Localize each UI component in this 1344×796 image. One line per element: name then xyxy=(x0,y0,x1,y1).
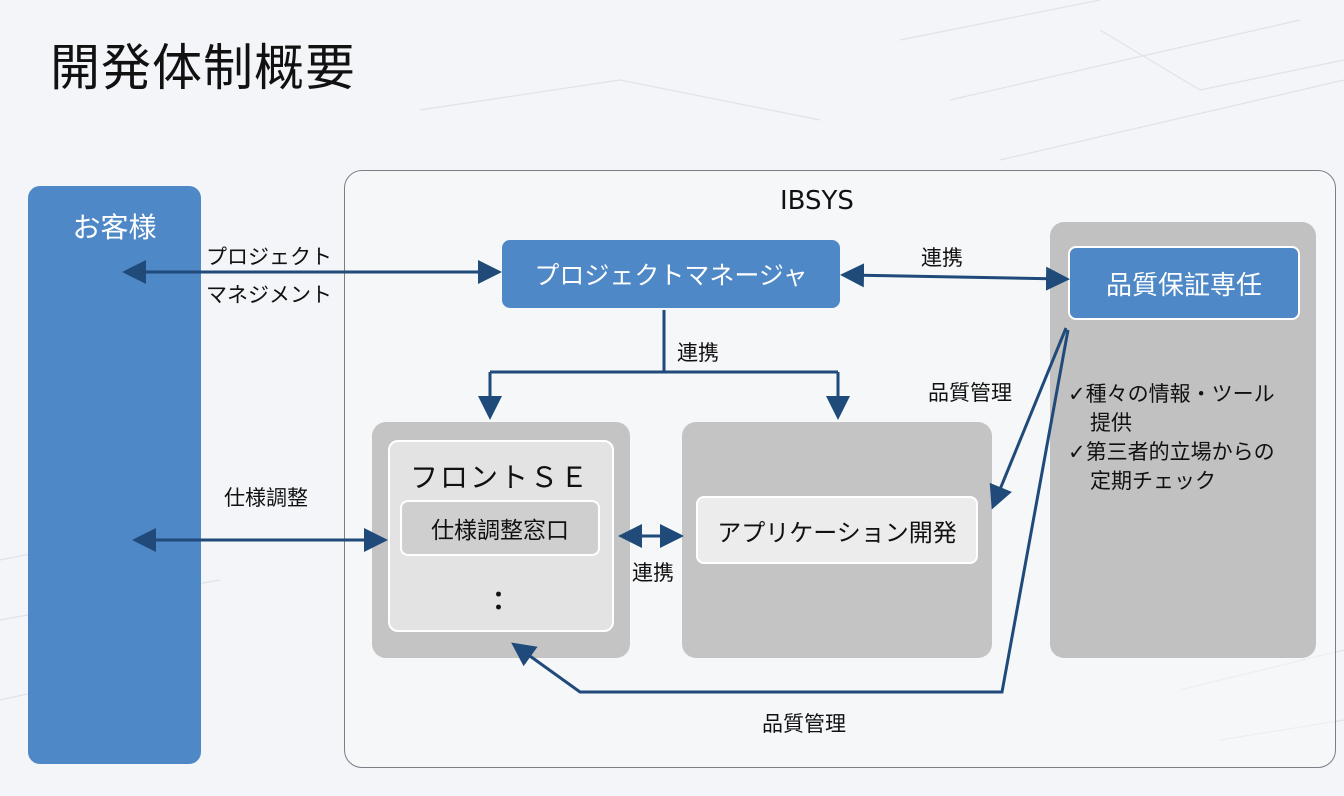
label-qa-app-quality: 品質管理 xyxy=(928,381,1012,405)
label-spec-adjustment: 仕様調整 xyxy=(224,486,308,510)
qa-note-2: 提供 xyxy=(1090,411,1132,435)
ibsys-label: IBSYS xyxy=(780,186,854,216)
label-pm-qa-cooperation: 連携 xyxy=(921,246,963,270)
quality-assurance-box: 品質保証専任 xyxy=(1068,246,1300,320)
qa-notes: ✓種々の情報・ツール 提供 ✓第三者的立場からの 定期チェック xyxy=(1068,380,1308,496)
qa-note-4: 定期チェック xyxy=(1090,469,1216,493)
label-qa-front-quality: 品質管理 xyxy=(762,712,846,736)
label-front-app-cooperation: 連携 xyxy=(632,561,674,585)
qa-note-3: ✓第三者的立場からの xyxy=(1068,440,1275,464)
project-manager-box: プロジェクトマネージャ xyxy=(502,240,840,308)
label-project-management-1: プロジェクト xyxy=(206,245,332,269)
front-se-ellipsis: ： xyxy=(492,586,519,616)
label-pm-down-cooperation: 連携 xyxy=(677,341,719,365)
page-title: 開発体制概要 xyxy=(50,39,356,97)
front-se-title: フロントＳＥ xyxy=(410,461,591,494)
spec-window-box: 仕様調整窓口 xyxy=(400,500,600,556)
customer-label: お客様 xyxy=(72,211,157,244)
qa-note-1: ✓種々の情報・ツール xyxy=(1068,382,1275,406)
customer-block: お客様 xyxy=(28,186,201,764)
app-dev-box: アプリケーション開発 xyxy=(696,496,978,564)
label-project-management-2: マネジメント xyxy=(206,283,332,307)
